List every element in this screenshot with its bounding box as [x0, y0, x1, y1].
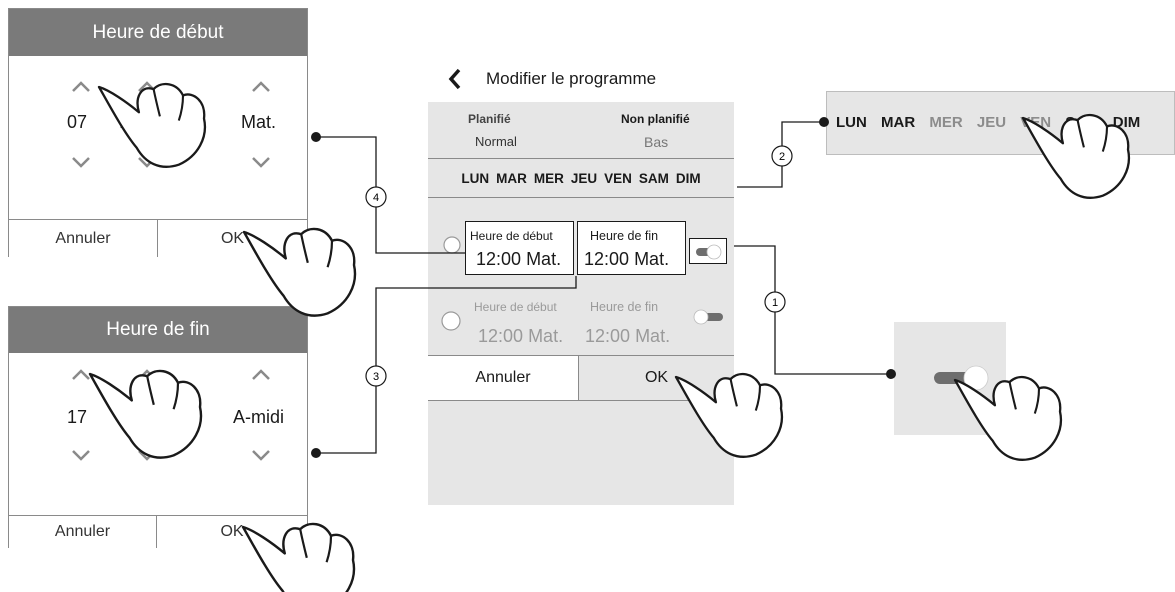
divider	[428, 400, 734, 401]
row2-start-label: Heure de début	[474, 300, 557, 314]
row2-end-time-value: 12:00 Mat.	[585, 326, 670, 347]
pointing-hand-icon	[97, 82, 207, 168]
pointing-hand-icon	[674, 372, 784, 458]
start-time-picker: Heure de début 07 : Mat. Annuler OK	[8, 8, 308, 257]
day-thu[interactable]: JEU	[570, 170, 598, 186]
start-ok-button[interactable]: OK	[158, 219, 307, 257]
chevron-up-icon[interactable]	[251, 369, 271, 381]
row1-end-label: Heure de fin	[590, 229, 659, 243]
time-digits: 12:00	[478, 326, 524, 346]
start-picker-title: Heure de début	[9, 9, 307, 56]
start-hour-value: 07	[67, 112, 88, 132]
time-period: Mat.	[635, 326, 671, 346]
end-period-value: A-midi	[233, 407, 285, 427]
callout-2-label: 2	[779, 151, 785, 163]
chevron-down-icon[interactable]	[71, 156, 91, 168]
pointing-hand-icon	[241, 522, 356, 592]
toggle-switch-icon[interactable]	[691, 308, 725, 326]
day-tue[interactable]: MAR	[881, 114, 916, 131]
time-period: Mat.	[526, 249, 562, 269]
pointing-hand-icon	[88, 369, 203, 459]
callout-4: 4	[365, 186, 387, 208]
toggle-switch-icon[interactable]	[694, 243, 724, 261]
planned-label: Planifié	[468, 112, 511, 126]
row2-start-time-value: 12:00 Mat.	[478, 326, 563, 347]
end-ok-button[interactable]: OK	[157, 515, 307, 548]
row1-start-time-value: 12:00 Mat.	[476, 249, 561, 270]
row2-end-label: Heure de fin	[590, 300, 659, 314]
divider	[428, 197, 734, 198]
time-digits: 12:00	[476, 249, 522, 269]
header-bar: Modifier le programme	[428, 55, 734, 102]
chevron-up-icon[interactable]	[251, 81, 271, 93]
day-mon[interactable]: LUN	[461, 170, 490, 186]
chevron-down-icon[interactable]	[251, 156, 271, 168]
time-period: Mat.	[634, 249, 670, 269]
day-strip: LUN MAR MER JEU VEN SAM DIM	[826, 91, 1175, 155]
day-sun[interactable]: DIM	[675, 170, 701, 186]
pointing-hand-icon	[1021, 113, 1131, 199]
callout-3-label: 3	[373, 371, 379, 383]
planned-value: Normal	[475, 134, 517, 149]
chevron-up-icon[interactable]	[71, 369, 91, 381]
unplanned-label: Non planifié	[621, 112, 690, 126]
end-cancel-button[interactable]: Annuler	[9, 515, 157, 548]
screen-title: Modifier le programme	[486, 69, 657, 88]
edit-program-screen: Modifier le programme Planifié Normal No…	[428, 55, 734, 505]
back-chevron-icon[interactable]	[448, 68, 462, 90]
time-digits: 12:00	[584, 249, 630, 269]
radio-button-icon[interactable]	[440, 310, 462, 332]
start-period-value: Mat.	[241, 112, 277, 132]
day-selector[interactable]: LUN MAR MER JEU VEN SAM DIM	[428, 159, 734, 197]
unplanned-value: Bas	[644, 134, 669, 150]
pointing-hand-icon	[953, 375, 1063, 461]
callout-1: 1	[764, 291, 786, 313]
row1-end-time[interactable]: Heure de fin 12:00 Mat.	[577, 221, 686, 275]
end-hour-value: 17	[67, 407, 88, 427]
chevron-up-icon[interactable]	[71, 81, 91, 93]
cancel-button[interactable]: Annuler	[428, 355, 579, 400]
callout-2: 2	[771, 145, 793, 167]
day-wed[interactable]: MER	[929, 114, 963, 131]
day-thu[interactable]: JEU	[976, 114, 1007, 131]
pointing-hand-icon	[242, 227, 357, 317]
chevron-down-icon[interactable]	[251, 449, 271, 461]
day-mon[interactable]: LUN	[836, 114, 867, 131]
callout-1-label: 1	[772, 297, 778, 309]
row1-start-label: Heure de début	[470, 229, 553, 243]
divider	[428, 158, 734, 159]
end-picker-title: Heure de fin	[9, 307, 307, 353]
row1-start-time[interactable]: Heure de début 12:00 Mat.	[465, 221, 574, 275]
row1-toggle-frame	[689, 238, 727, 264]
time-digits: 12:00	[585, 326, 631, 346]
callout-3: 3	[365, 365, 387, 387]
time-period: Mat.	[528, 326, 564, 346]
toggle-closeup	[894, 322, 1006, 435]
chevron-down-icon[interactable]	[71, 449, 91, 461]
start-cancel-button[interactable]: Annuler	[9, 219, 158, 257]
day-wed[interactable]: MER	[533, 170, 564, 186]
day-fri[interactable]: VEN	[604, 170, 632, 186]
day-sat[interactable]: SAM	[638, 170, 669, 186]
day-tue[interactable]: MAR	[496, 170, 527, 186]
callout-4-label: 4	[373, 192, 379, 204]
ok-button[interactable]: OK	[579, 355, 734, 400]
row1-end-time-value: 12:00 Mat.	[584, 249, 669, 270]
